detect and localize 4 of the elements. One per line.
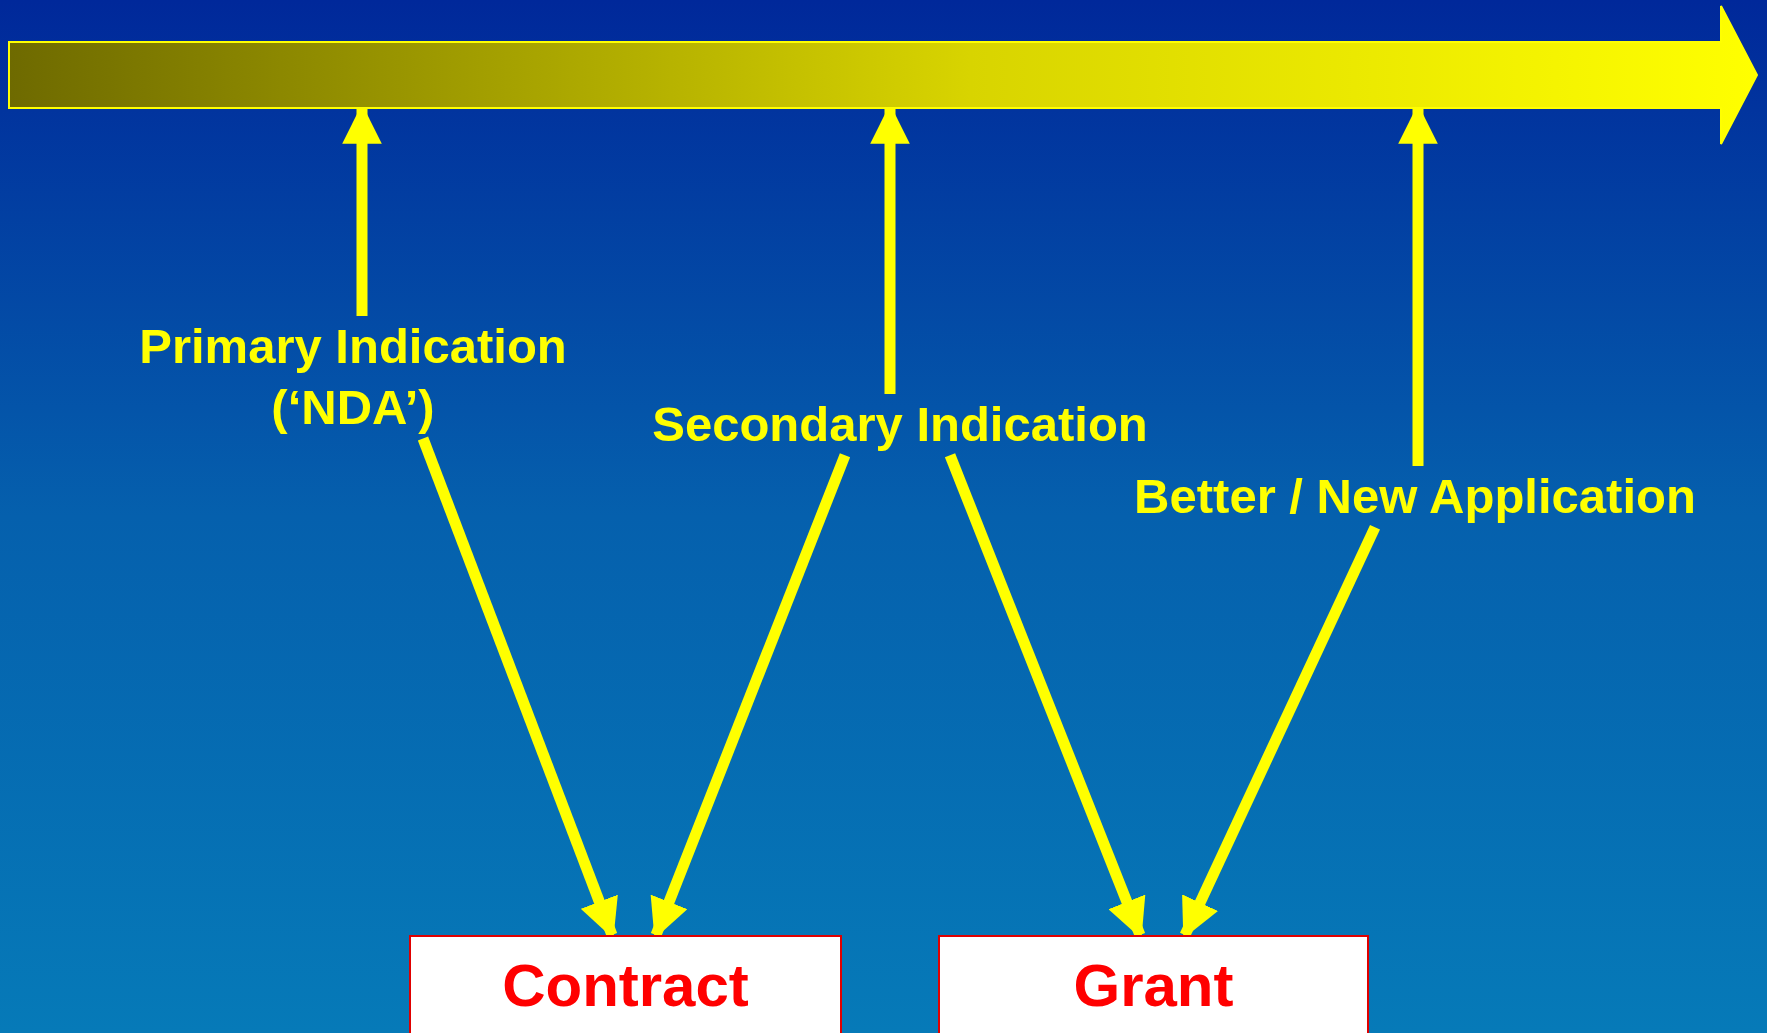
timeline-arrow: [8, 5, 1759, 145]
indication-label: Better / New Application: [1070, 466, 1760, 528]
outcome-box: Grant: [938, 935, 1369, 1033]
outcome-box: Contract: [409, 935, 842, 1033]
